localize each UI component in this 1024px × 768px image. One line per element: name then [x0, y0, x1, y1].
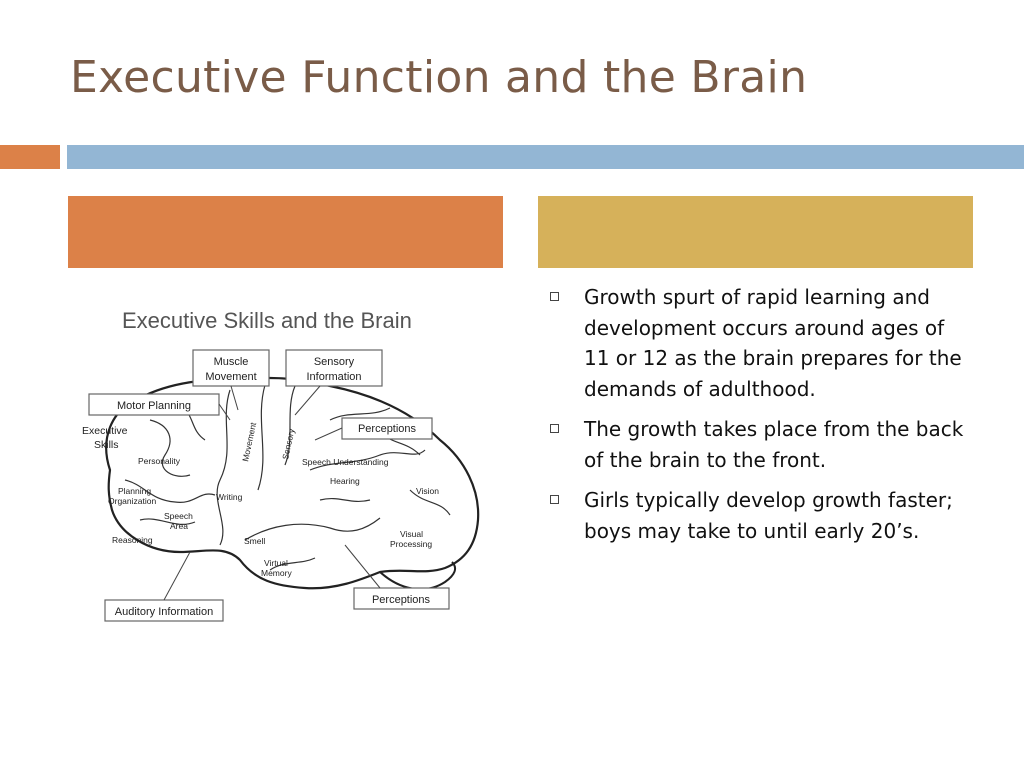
label-sensory-information-2: Information	[306, 371, 361, 383]
label-executive-skills-1: Executive	[82, 425, 128, 437]
square-bullet-icon	[550, 292, 559, 301]
label-vision: Vision	[416, 486, 439, 496]
label-speech-understanding: Speech Understanding	[302, 457, 389, 467]
label-smell: Smell	[244, 536, 265, 546]
label-visual-processing-2: Processing	[390, 539, 432, 549]
label-executive-skills-2: Skills	[94, 439, 119, 451]
label-virtual-memory-2: Memory	[261, 568, 292, 578]
label-speech-area-2: Area	[170, 521, 188, 531]
label-movement: Movement	[240, 421, 258, 463]
label-personality: Personality	[138, 456, 181, 466]
label-writing: Writing	[216, 492, 243, 502]
cerebellum-outline	[379, 561, 457, 591]
accent-bar-orange	[0, 145, 60, 169]
accent-bar-blue	[67, 145, 1024, 169]
label-muscle-movement-2: Movement	[205, 371, 256, 383]
bullet-item: The growth takes place from the back of …	[548, 414, 968, 475]
label-hearing: Hearing	[330, 476, 360, 486]
label-perceptions-top: Perceptions	[358, 423, 417, 435]
bullet-text: Growth spurt of rapid learning and devel…	[584, 285, 962, 401]
bullet-item: Girls typically develop growth faster; b…	[548, 485, 968, 546]
brain-diagram-svg: Executive Skills and the Brain	[82, 308, 480, 622]
square-bullet-icon	[550, 424, 559, 433]
label-virtual-memory-1: Virtual	[264, 558, 288, 568]
label-visual-processing-1: Visual	[400, 529, 423, 539]
pointer-lines	[163, 385, 381, 601]
bullet-text: The growth takes place from the back of …	[584, 417, 964, 472]
brain-diagram: Executive Skills and the Brain	[80, 290, 500, 635]
bullet-text: Girls typically develop growth faster; b…	[584, 488, 953, 543]
label-auditory-information: Auditory Information	[115, 606, 213, 618]
diagram-title: Executive Skills and the Brain	[122, 308, 412, 333]
left-column-header	[68, 196, 503, 268]
bullet-item: Growth spurt of rapid learning and devel…	[548, 282, 968, 404]
label-reasoning: Reasoning	[112, 535, 153, 545]
label-speech-area-1: Speech	[164, 511, 193, 521]
label-boxes	[88, 349, 450, 622]
slide-title: Executive Function and the Brain	[70, 52, 808, 103]
bullet-list: Growth spurt of rapid learning and devel…	[548, 282, 968, 556]
label-sensory-vertical: Sensory	[280, 427, 296, 460]
label-perceptions-bottom: Perceptions	[372, 594, 431, 606]
right-column-header	[538, 196, 973, 268]
label-sensory-information-1: Sensory	[314, 356, 355, 368]
label-muscle-movement-1: Muscle	[214, 356, 249, 368]
label-motor-planning: Motor Planning	[117, 400, 191, 412]
label-planning-organization-1: Planning	[118, 486, 151, 496]
label-planning-organization-2: Organization	[108, 496, 156, 506]
square-bullet-icon	[550, 495, 559, 504]
